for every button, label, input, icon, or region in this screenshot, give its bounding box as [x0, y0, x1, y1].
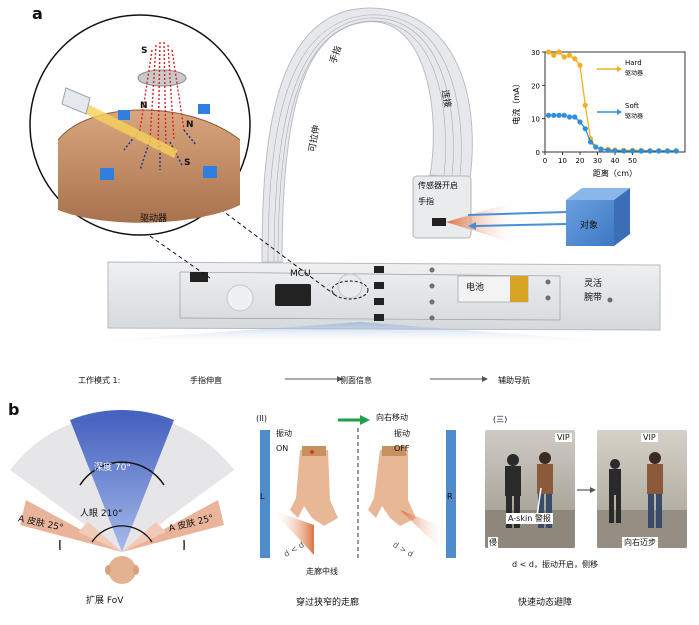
- corridor-off: OFF: [394, 444, 410, 453]
- series-name-hard: Hard: [625, 59, 642, 67]
- avoid-alarm: A-skin 警报: [506, 513, 553, 524]
- data-point-hard: [582, 102, 588, 108]
- magnet-n-right-label: N: [186, 120, 194, 130]
- data-point-hard: [556, 49, 562, 55]
- fov-caption: 扩展 FoV: [86, 596, 124, 606]
- workflow-arrow-icon: [285, 376, 343, 382]
- current-distance-chart: 0 10 20 30 0 10 20 30 40 50 电流（mA） 距离（cm） Hard 驱动器 Sof…: [511, 49, 686, 178]
- data-point-hard: [566, 52, 573, 58]
- avoid-vip-right: VIP: [641, 433, 658, 442]
- y-tick-label: 10: [531, 116, 540, 124]
- corridor-right-wall-label: R: [447, 492, 453, 501]
- x-tick-label: 30: [593, 157, 602, 165]
- panel-a-letter: a: [32, 4, 43, 23]
- corridor-left-wall-label: L: [260, 492, 265, 501]
- series-sublabel: 驱动器: [625, 113, 643, 120]
- actuator-label: 驱动器: [140, 214, 168, 224]
- panel-b-letter: b: [8, 400, 20, 419]
- data-point-soft: [561, 112, 567, 118]
- x-tick-label: 0: [543, 157, 547, 165]
- data-point-soft: [598, 146, 604, 152]
- y-tick-label: 20: [531, 82, 540, 90]
- avoid-caption: 快速动态避障: [518, 598, 573, 608]
- series-sublabel: 驱动器: [625, 70, 643, 77]
- corridor-label: (II): [256, 414, 267, 423]
- avoid-condition: d < d，振动开启，侧移: [512, 560, 598, 569]
- avoid-vip-left: VIP: [555, 433, 572, 442]
- corridor-vib-right: 振动: [394, 429, 410, 438]
- data-point-hard: [545, 49, 552, 55]
- magnet-s-top-label: S: [141, 46, 148, 56]
- sensor-on-label: 传感器开启: [418, 181, 458, 190]
- fov-depth-label: 深度 70°: [94, 463, 131, 473]
- data-point-soft: [647, 148, 653, 154]
- y-tick-label: 30: [531, 49, 540, 57]
- data-point-soft: [593, 144, 599, 150]
- series-arrowhead: [617, 66, 622, 72]
- data-point-soft: [673, 148, 679, 154]
- wristband-label: 灵活 腕带: [584, 279, 603, 303]
- mcu-label: MCU: [290, 269, 311, 279]
- corridor-caption: 穿过狭窄的走廊: [296, 598, 360, 608]
- data-point-soft: [629, 148, 636, 154]
- data-point-soft: [638, 148, 644, 154]
- x-tick-label: 10: [558, 157, 567, 165]
- magnet-s-bottom-label: S: [184, 158, 191, 168]
- panel-a-illustration: [29, 7, 661, 345]
- workflow-arrow-icon: [430, 376, 488, 382]
- chart-ylabel: 电流（mA）: [511, 79, 521, 124]
- magnet-n-mid-label: N: [140, 101, 148, 111]
- battery-label: 电池: [466, 283, 485, 293]
- head-icon: [108, 556, 136, 584]
- x-tick-label: 50: [628, 157, 637, 165]
- data-point-soft: [664, 148, 671, 154]
- avoid-photo-right: [597, 430, 687, 548]
- data-point-soft: [656, 148, 662, 154]
- corridor-centerline-label: 走廊中线: [306, 567, 338, 576]
- avoid-step-right: 向右迈步: [622, 537, 658, 548]
- corridor-diagram: [260, 415, 456, 560]
- corridor-on: ON: [276, 444, 289, 453]
- y-tick-label: 0: [536, 149, 540, 157]
- data-point-hard: [561, 54, 567, 60]
- data-point-soft: [605, 147, 611, 153]
- workflow-step-finger: 手指伸直: [190, 376, 222, 385]
- x-tick-label: 40: [611, 157, 620, 165]
- workflow-step-nav: 辅助导航: [498, 376, 530, 385]
- data-point-soft: [566, 114, 573, 120]
- workflow-mode: 工作模式 1:: [78, 376, 121, 385]
- data-point-hard: [572, 56, 578, 62]
- data-point-soft: [556, 112, 562, 118]
- corridor-move-right: 向右移动: [376, 413, 408, 422]
- series-arrowhead: [617, 109, 622, 115]
- left-wall: [260, 430, 270, 558]
- avoid-label: (三): [493, 415, 508, 424]
- data-point-soft: [572, 114, 578, 120]
- fov-diagram: [10, 410, 234, 584]
- data-point-soft: [612, 148, 618, 154]
- data-point-soft: [577, 119, 583, 125]
- avoid-small-label: 侵: [488, 537, 498, 548]
- data-point-soft: [587, 139, 594, 145]
- avoid-arrow-icon: [577, 487, 596, 493]
- data-point-soft: [621, 148, 627, 154]
- right-wall: [446, 430, 456, 558]
- data-point-hard: [577, 62, 583, 68]
- x-tick-label: 20: [576, 157, 585, 165]
- data-point-soft: [582, 126, 588, 132]
- chart-frame: [544, 51, 686, 153]
- series-name-soft: Soft: [625, 102, 639, 110]
- chart-xlabel: 距离（cm）: [593, 168, 637, 178]
- workflow-step-side: 侧面信息: [340, 376, 372, 385]
- avoid-photo-left: [485, 430, 575, 548]
- fov-eye-label: 人眼 210°: [80, 509, 123, 519]
- object-cube: [566, 200, 614, 246]
- sensor-finger-label: 手指: [418, 197, 434, 206]
- data-point-hard: [551, 52, 557, 58]
- corridor-vib-left: 振动: [276, 429, 292, 438]
- object-label: 对象: [580, 221, 599, 231]
- data-point-soft: [545, 112, 552, 118]
- data-point-soft: [551, 112, 557, 118]
